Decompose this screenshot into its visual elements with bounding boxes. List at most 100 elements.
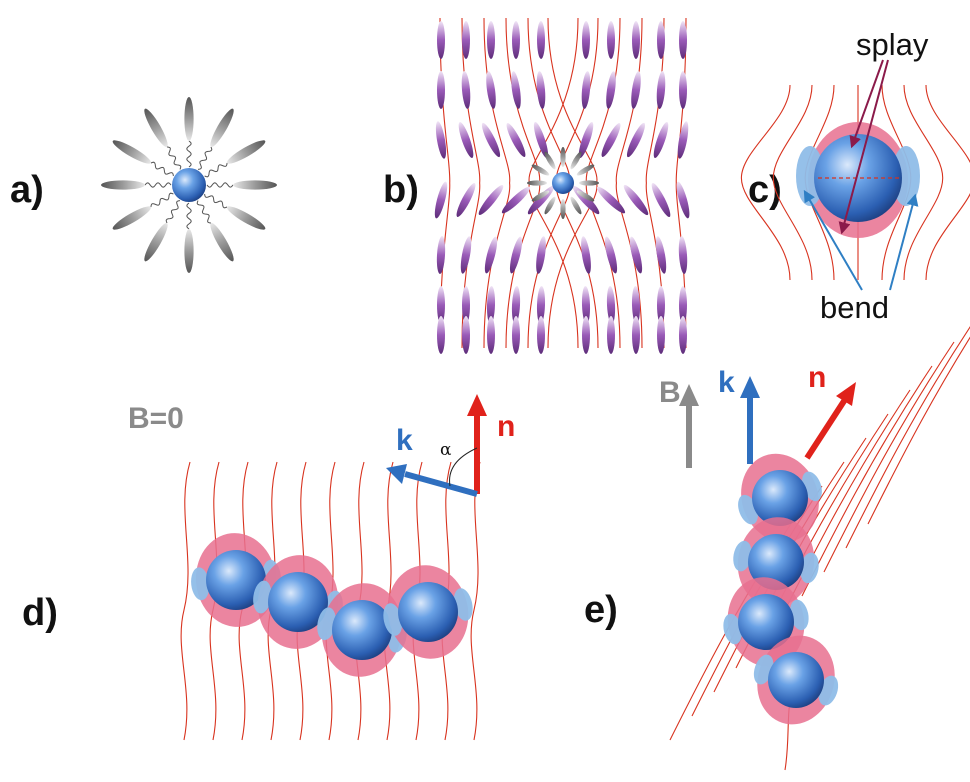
ligand-chain [150,161,174,177]
ligand-mesogen-ellipse-icon [576,190,595,202]
lc-molecule-ellipse-icon [501,186,531,214]
ligand-mesogen-ellipse-icon [226,206,266,230]
n-arrow-icon [467,394,487,416]
lc-molecule-ellipse-icon [676,181,690,219]
lc-molecule-ellipse-icon [536,71,546,109]
ligand-mesogen-ellipse-icon [544,151,556,170]
nanoparticle-sphere-icon [738,594,794,650]
ligand-chain [204,162,228,178]
ligand-chain [196,200,212,224]
bend-region [800,552,819,584]
lc-molecule-ellipse-icon [656,71,666,109]
lc-molecule-ellipse-icon [536,236,546,274]
lc-molecule-ellipse-icon [437,71,445,109]
nanoparticle-sphere-icon [206,550,266,610]
panel-e: e) B k n [584,326,970,771]
bend-region [317,607,336,641]
liquid-crystal-molecules [434,21,690,354]
lc-molecule-ellipse-icon [581,286,591,324]
lc-molecule-ellipse-icon [487,21,495,59]
bend-region [723,613,743,645]
panel-b: b) [383,17,690,354]
director-line [903,84,944,281]
ligand-mesogen-ellipse-icon [210,108,234,148]
lc-molecule-ellipse-icon [481,122,501,158]
lc-molecule-ellipse-icon [434,181,448,219]
lc-molecule-ellipse-icon [606,286,616,324]
lc-molecule-ellipse-icon [657,286,665,324]
bend-label: bend [820,290,889,325]
lc-molecule-ellipse-icon [629,236,643,274]
nanoparticle-sphere-icon [752,470,808,526]
director-line [772,84,813,281]
lc-molecule-ellipse-icon [487,316,495,354]
ligand-chain [186,140,192,168]
nanoparticle-sphere-icon [748,534,804,590]
director-line [740,84,791,281]
lc-molecule-ellipse-icon [437,316,445,354]
lc-molecule-ellipse-icon [632,316,640,354]
lc-molecule-ellipse-icon [462,316,470,354]
lc-molecule-ellipse-icon [460,236,472,274]
panel-a: a) [10,97,277,273]
ligand-mesogen-ellipse-icon [112,206,152,230]
bend-region [453,588,473,621]
lc-molecule-ellipse-icon [506,123,526,157]
lc-molecule-ellipse-icon [679,71,687,109]
bend-region [789,599,809,631]
lc-molecule-ellipse-icon [679,286,687,324]
lc-molecule-ellipse-icon [632,21,640,59]
ligand-chain [206,182,234,188]
lc-molecule-ellipse-icon [511,71,521,109]
lc-molecule-ellipse-icon [651,182,671,218]
lc-molecule-ellipse-icon [657,316,665,354]
lc-molecule-ellipse-icon [581,71,591,109]
panel-c: c) splay bend [740,27,970,325]
panel-e-label: e) [584,589,618,631]
splay-arrow [838,59,889,235]
lc-molecule-ellipse-icon [607,316,615,354]
lc-molecule-ellipse-icon [607,21,615,59]
particle-chain [723,453,839,725]
panel-d-label: d) [22,592,58,634]
lc-molecule-ellipse-icon [582,316,590,354]
ligand-mesogen-ellipse-icon [226,140,266,164]
lc-molecule-ellipse-icon [604,236,618,274]
lc-molecule-ellipse-icon [657,21,665,59]
ligand-chain [186,202,192,230]
nanoparticle-sphere-icon [552,172,574,194]
ligand-mesogen-ellipse-icon [544,196,556,215]
ligand-mesogen-ellipse-icon [570,151,582,170]
nanoparticle-sphere-icon [814,134,902,222]
n-arrow-icon [836,382,856,406]
ligand-mesogen-ellipse-icon [527,180,547,186]
bend-region [191,567,210,601]
lc-molecule-ellipse-icon [509,236,523,274]
lc-molecule-ellipse-icon [606,71,616,109]
ligand-mesogen-ellipse-icon [233,180,277,190]
splay-arrow [849,59,884,149]
lc-molecule-ellipse-icon [486,71,496,109]
lc-molecule-ellipse-icon [578,121,594,159]
k-vector-shaft [404,471,478,497]
k-arrow-icon [386,464,407,484]
director-line [470,461,481,741]
ligand-chain [165,200,181,224]
lc-molecule-ellipse-icon [537,316,545,354]
k-arrow-icon [740,376,760,398]
bend-region [733,540,752,572]
lc-molecule-ellipse-icon [478,185,504,215]
panel-a-label: a) [10,169,44,211]
ligand-mesogen-ellipse-icon [531,190,550,202]
panel-d: d) B=0 n k α [22,394,515,741]
bend-arrow [889,193,919,291]
ligand-mesogen-ellipse-icon [144,222,168,262]
k-vector-label: k [718,366,735,399]
ligand-mesogen-ellipse-icon [579,180,599,186]
lc-molecule-ellipse-icon [601,123,621,157]
lc-molecule-ellipse-icon [484,236,498,274]
lc-molecule-ellipse-icon [596,186,626,214]
lc-molecule-ellipse-icon [623,184,649,216]
n-vector-label: n [497,410,515,443]
